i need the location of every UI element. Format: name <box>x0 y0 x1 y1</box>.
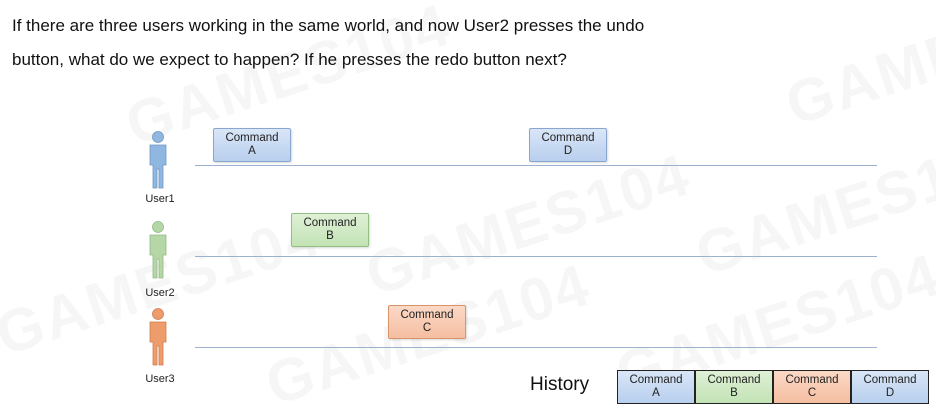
command-c-box: Command C <box>388 305 466 339</box>
command-letter: D <box>885 387 895 399</box>
command-letter: A <box>248 145 256 157</box>
command-word: Command <box>707 374 761 386</box>
user2-timeline <box>195 256 877 257</box>
question-line-2: button, what do we expect to happen? If … <box>12 50 567 69</box>
command-word: Command <box>225 132 279 144</box>
user3-label: User3 <box>145 373 175 385</box>
question-text: If there are three users working in the … <box>12 9 912 77</box>
user1-timeline <box>195 165 877 166</box>
command-letter: D <box>563 145 573 157</box>
command-b-box: Command B <box>291 213 369 247</box>
history-item-a: Command A <box>617 370 695 404</box>
question-line-1: If there are three users working in the … <box>12 16 645 35</box>
user1-label: User1 <box>145 193 175 205</box>
command-letter: C <box>807 387 817 399</box>
history-bar: Command A Command B Command C Command D <box>617 370 929 404</box>
command-word: Command <box>863 374 917 386</box>
command-word: Command <box>785 374 839 386</box>
command-letter: B <box>730 387 738 399</box>
command-word: Command <box>400 309 454 321</box>
command-letter: A <box>652 387 660 399</box>
history-item-d: Command D <box>851 370 929 404</box>
command-a-box: Command A <box>213 128 291 162</box>
user1-figure <box>138 131 178 189</box>
history-item-b: Command B <box>695 370 773 404</box>
user2-figure <box>138 221 178 279</box>
watermark: GAMES104 <box>688 120 936 289</box>
user3-timeline <box>195 347 877 348</box>
person-icon <box>149 131 167 189</box>
command-word: Command <box>629 374 683 386</box>
history-item-c: Command C <box>773 370 851 404</box>
command-word: Command <box>303 217 357 229</box>
command-letter: C <box>422 322 432 334</box>
history-label: History <box>530 374 590 395</box>
user3-figure <box>138 308 178 366</box>
command-d-box: Command D <box>529 128 607 162</box>
command-word: Command <box>541 132 595 144</box>
command-letter: B <box>326 230 334 242</box>
person-icon <box>149 308 167 366</box>
person-icon <box>149 221 167 279</box>
user2-label: User2 <box>145 287 175 299</box>
